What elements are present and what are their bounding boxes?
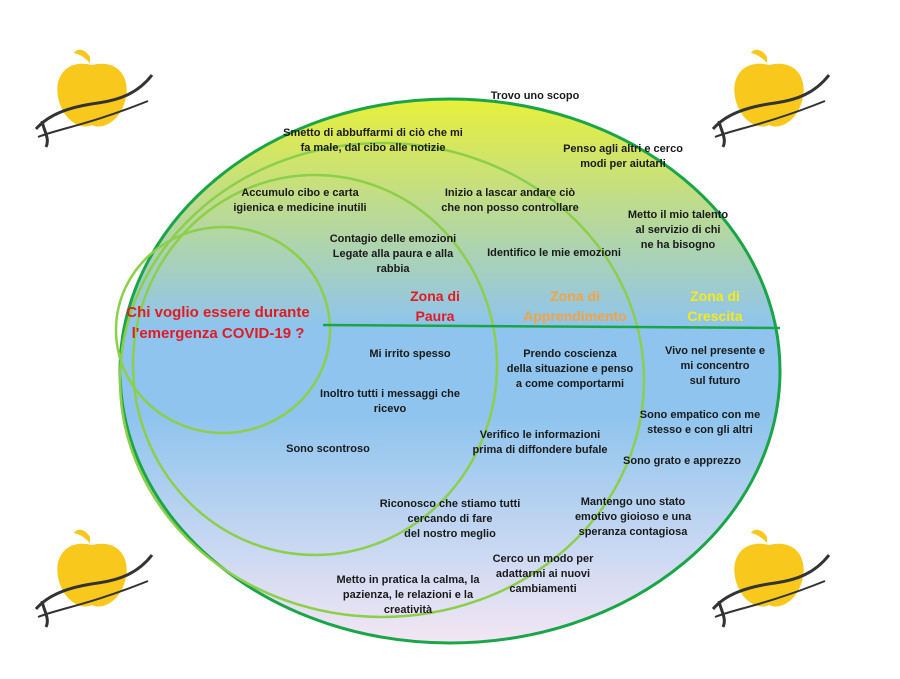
apple-logo-icon: [34, 529, 154, 628]
label-identifico-emozioni: Identifico le mie emozioni: [487, 247, 621, 259]
label-sono-empatico: Sono empatico con me stesso e con gli al…: [639, 409, 761, 436]
label-sono-grato: Sono grato e apprezzo: [623, 455, 741, 467]
apple-logo-icon: [34, 49, 154, 148]
label-accumulo-cibo: Accumulo cibo e carta igienica e medicin…: [233, 187, 367, 214]
label-verifico-info: Verifico le informazioni prima di diffon…: [472, 429, 608, 456]
label-metto-talento: Metto il mio talento al servizio di chi …: [627, 209, 729, 251]
label-sono-scontroso: Sono scontroso: [286, 443, 370, 455]
label-mi-irrito: Mi irrito spesso: [369, 348, 451, 360]
brand-logo-bottom-left: [28, 525, 158, 635]
central-question: Chi voglio essere durante l'emergenza CO…: [126, 304, 310, 342]
apple-logo-icon: [711, 529, 831, 628]
label-riconosco: Riconosco che stiamo tutti cercando di f…: [379, 498, 521, 540]
label-trovo-scopo: Trovo uno scopo: [490, 90, 580, 102]
label-prendo-coscienza: Prendo coscienza della situazione e pens…: [506, 348, 634, 390]
zone-title-learning: Zona di Apprendimento: [523, 288, 627, 324]
brand-logo-bottom-right: [705, 525, 835, 635]
fear-zone-ring: [131, 173, 499, 557]
label-inoltro-messaggi: Inoltro tutti i messaggi che ricevo: [320, 388, 460, 415]
apple-logo-icon: [711, 49, 831, 148]
label-smetto-abbuffarmi: Smetto di abbuffarmi di ciò che mi fa ma…: [283, 127, 463, 154]
label-penso-altri: Penso agli altri e cerco modi per aiutar…: [563, 143, 683, 170]
label-inizio-lasciar: Inizio a lascar andare ciò che non posso…: [441, 187, 579, 214]
learning-zone-ring: [118, 141, 646, 619]
core-ring: [114, 225, 332, 435]
brand-logo-top-right: [705, 45, 835, 155]
label-metto-pratica: Metto in pratica la calma, la pazienza, …: [336, 574, 480, 616]
zone-title-growth: Zona di Crescita: [687, 288, 743, 324]
label-cerco-modo: Cerco un modo per adattarmi ai nuovi cam…: [492, 553, 594, 595]
divider-line: [322, 323, 781, 330]
label-contagio-emozioni: Contagio delle emozioni Legate alla paur…: [329, 233, 457, 275]
label-vivo-presente: Vivo nel presente e mi concentro sul fut…: [664, 345, 766, 387]
brand-logo-top-left: [28, 45, 158, 155]
label-mantengo-stato: Mantengo uno stato emotivo gioioso e una…: [574, 496, 692, 538]
zone-title-fear: Zona di Paura: [410, 288, 460, 324]
